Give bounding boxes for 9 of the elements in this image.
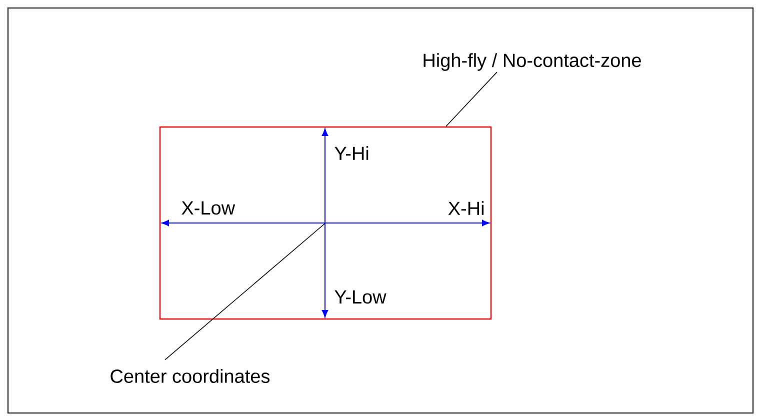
callout-text: High-fly / No-contact-zone <box>424 53 641 71</box>
zone-rectangle <box>159 126 492 320</box>
leader-line <box>164 222 326 360</box>
callout-text: Center coordinates <box>110 369 270 383</box>
leader-line <box>446 72 498 127</box>
axis-label: X-Low <box>182 201 236 215</box>
axis-label: Y-Low <box>334 290 386 304</box>
axis-label: Y-Hi <box>334 146 368 160</box>
axis-label: X-Hi <box>448 201 484 215</box>
